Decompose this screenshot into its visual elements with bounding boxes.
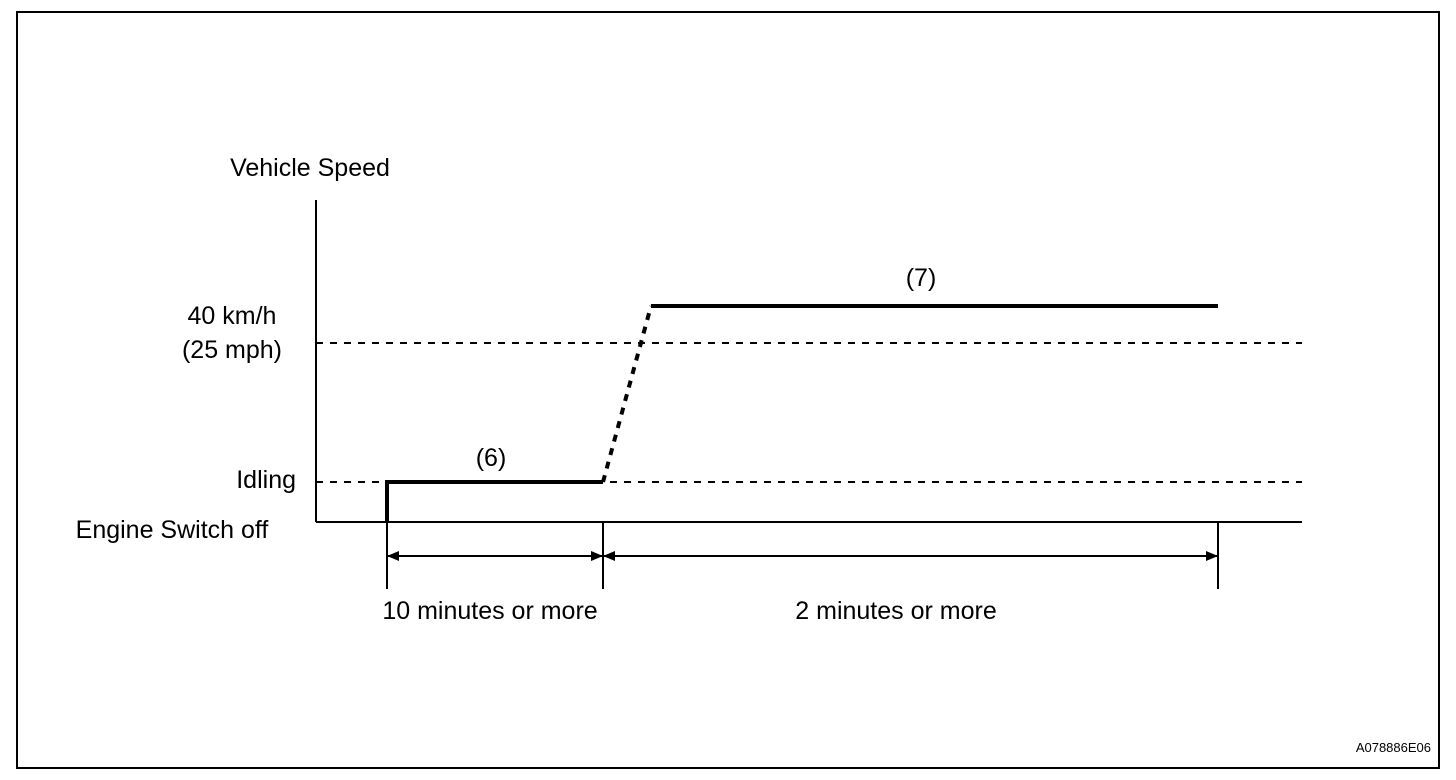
y-axis-title: Vehicle Speed xyxy=(230,154,390,182)
step-6-label: (6) xyxy=(476,444,507,472)
figure-code: A078886E06 xyxy=(1356,740,1431,755)
engine-off-level-label: Engine Switch off xyxy=(76,516,269,544)
acceleration-dotted-line xyxy=(601,305,653,483)
duration-first-label: 10 minutes or more xyxy=(382,597,597,625)
idling-level-label: Idling xyxy=(236,466,296,494)
step-7-label: (7) xyxy=(906,264,937,292)
speed-level-label-kmh: 40 km/h xyxy=(188,302,277,330)
idling-profile-line xyxy=(385,480,603,522)
figure-frame xyxy=(16,11,1440,769)
speed-level-label-mph: (25 mph) xyxy=(182,336,282,364)
duration-second-label: 2 minutes or more xyxy=(795,597,996,625)
